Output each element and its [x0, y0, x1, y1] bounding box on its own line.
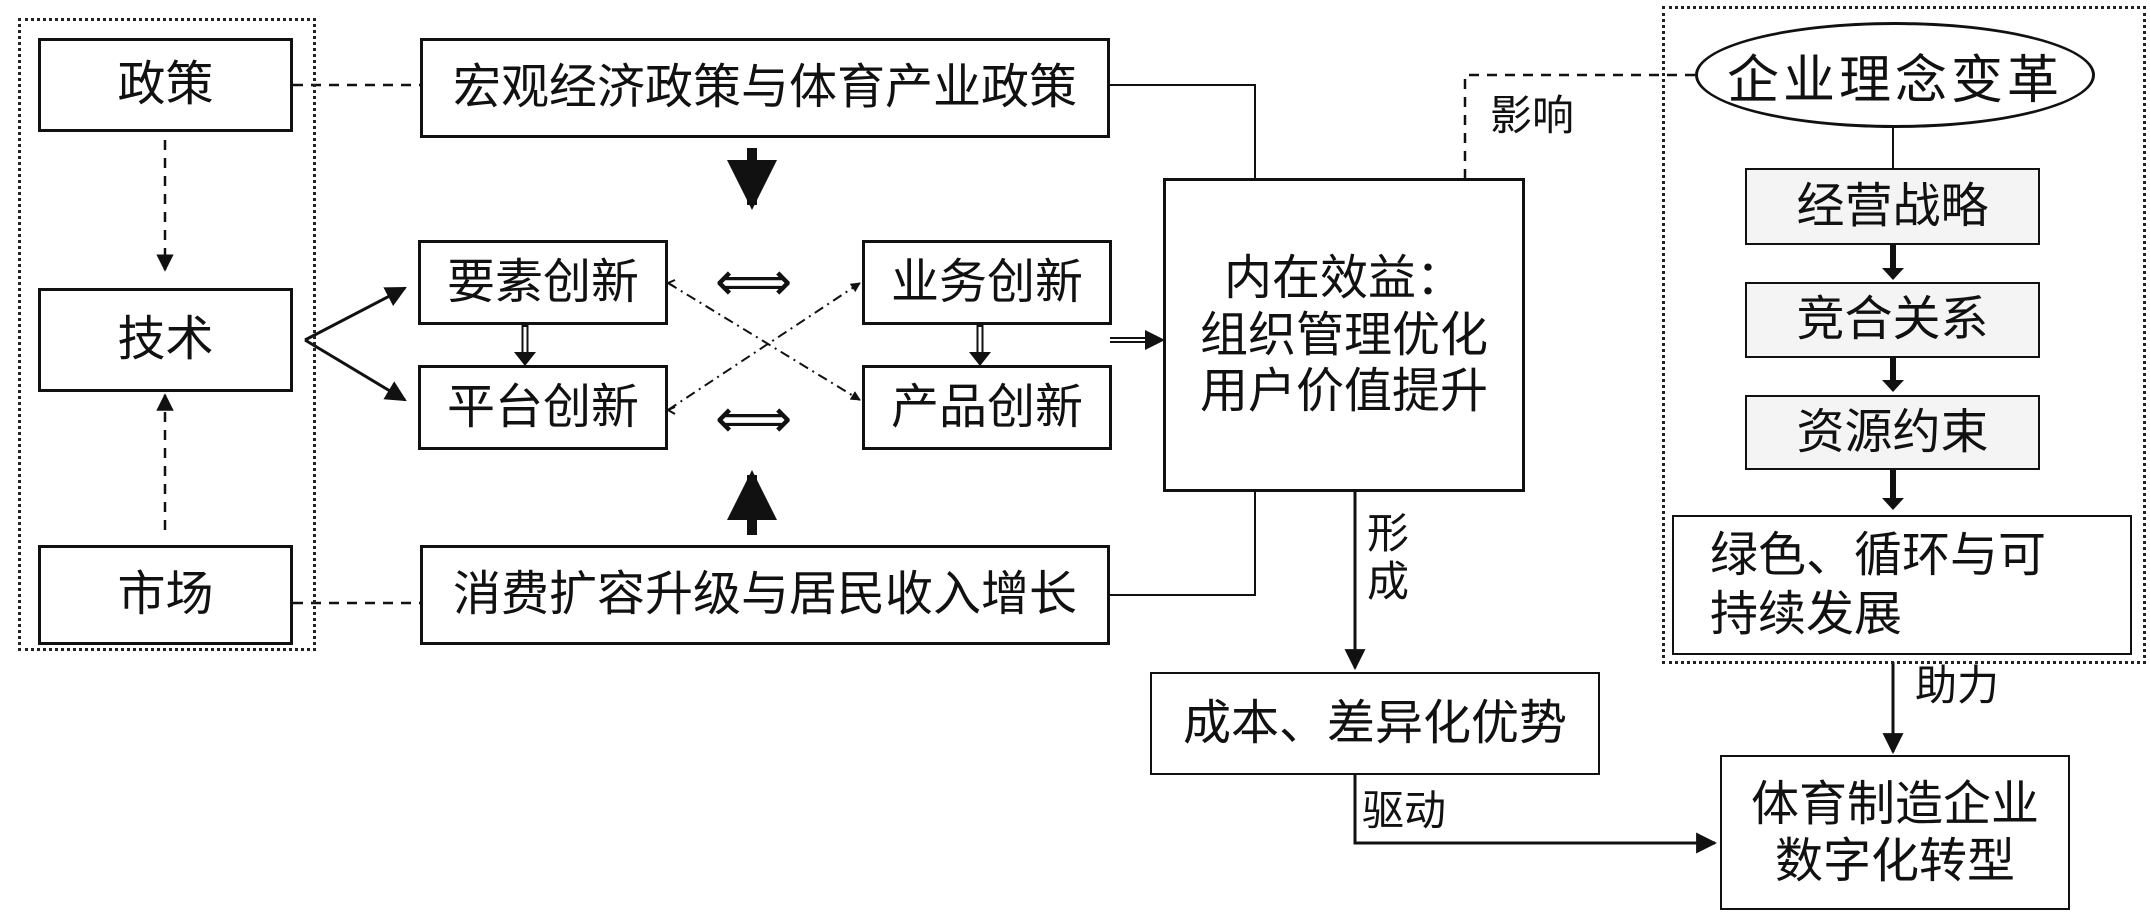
relation-box: 竞合关系	[1745, 282, 2040, 358]
target-line2: 数字化转型	[1774, 832, 2015, 889]
product-innovation-box: 产品创新	[862, 365, 1112, 450]
assist-label: 助力	[1915, 661, 2000, 710]
driver-group-frame	[18, 18, 316, 651]
form-label-char1: 形	[1366, 509, 1409, 558]
consumption-label: 消费扩容升级与居民收入增长	[452, 566, 1077, 623]
element-to-product-cross	[667, 282, 861, 401]
form-label: 形 成	[1365, 509, 1411, 607]
business-innovation-label: 业务创新	[890, 253, 1083, 310]
advantage-label: 成本、差异化优势	[1182, 694, 1567, 751]
internal-benefit-box: 内在效益： 组织管理优化 用户价值提升	[1163, 178, 1525, 492]
reform-group-frame	[1662, 6, 2146, 664]
reform-ellipse: 企业理念变革	[1695, 22, 2095, 128]
tech-to-platform-arrow	[304, 338, 407, 402]
market-label: 市场	[117, 566, 214, 623]
strategy-box: 经营战略	[1745, 168, 2040, 245]
internal-benefit-line1: 内在效益：	[1223, 250, 1464, 307]
advantage-box: 成本、差异化优势	[1150, 672, 1600, 775]
green-line1: 绿色、循环与可	[1710, 527, 2047, 584]
platform-innovation-box: 平台创新	[418, 365, 668, 450]
reform-label: 企业理念变革	[1726, 50, 2063, 111]
relation-label: 竞合关系	[1796, 291, 1989, 348]
consumption-box: 消费扩容升级与居民收入增长	[420, 545, 1110, 645]
market-box: 市场	[38, 545, 293, 645]
policy-box: 政策	[38, 38, 293, 132]
form-label-char2: 成	[1366, 557, 1409, 607]
platform-product-double-arrow-icon: ⟺	[715, 387, 793, 450]
resource-label: 资源约束	[1796, 403, 1989, 460]
technology-box: 技术	[38, 288, 293, 392]
platform-to-business-cross	[667, 282, 861, 411]
internal-benefit-line2: 组织管理优化	[1199, 306, 1488, 363]
platform-innovation-label: 平台创新	[446, 378, 639, 435]
target-line1: 体育制造企业	[1750, 775, 2039, 832]
consumption-to-benefit-line	[1110, 492, 1256, 596]
strategy-label: 经营战略	[1796, 177, 1989, 234]
policy-label: 政策	[117, 56, 214, 113]
element-innovation-box: 要素创新	[418, 240, 668, 325]
resource-box: 资源约束	[1745, 395, 2040, 470]
influence-label: 影响	[1490, 91, 1575, 140]
internal-benefit-line3: 用户价值提升	[1199, 363, 1488, 420]
technology-label: 技术	[117, 311, 214, 368]
macro-policy-label: 宏观经济政策与体育产业政策	[452, 59, 1077, 116]
business-innovation-box: 业务创新	[862, 240, 1112, 325]
green-line2: 持续发展	[1710, 586, 1903, 642]
element-innovation-label: 要素创新	[446, 253, 639, 310]
element-business-double-arrow-icon: ⟺	[715, 250, 793, 313]
green-development-box: 绿色、循环与可 持续发展	[1672, 515, 2132, 655]
product-innovation-label: 产品创新	[890, 378, 1083, 435]
macro-to-benefit-line	[1110, 84, 1256, 178]
reform-influence-dashed	[1463, 73, 1695, 178]
advantage-to-target-arrow	[1353, 775, 1718, 854]
drive-label: 驱动	[1362, 786, 1447, 835]
tech-to-element-arrow	[304, 286, 407, 342]
target-box: 体育制造企业 数字化转型	[1720, 755, 2070, 910]
macro-policy-box: 宏观经济政策与体育产业政策	[420, 38, 1110, 138]
